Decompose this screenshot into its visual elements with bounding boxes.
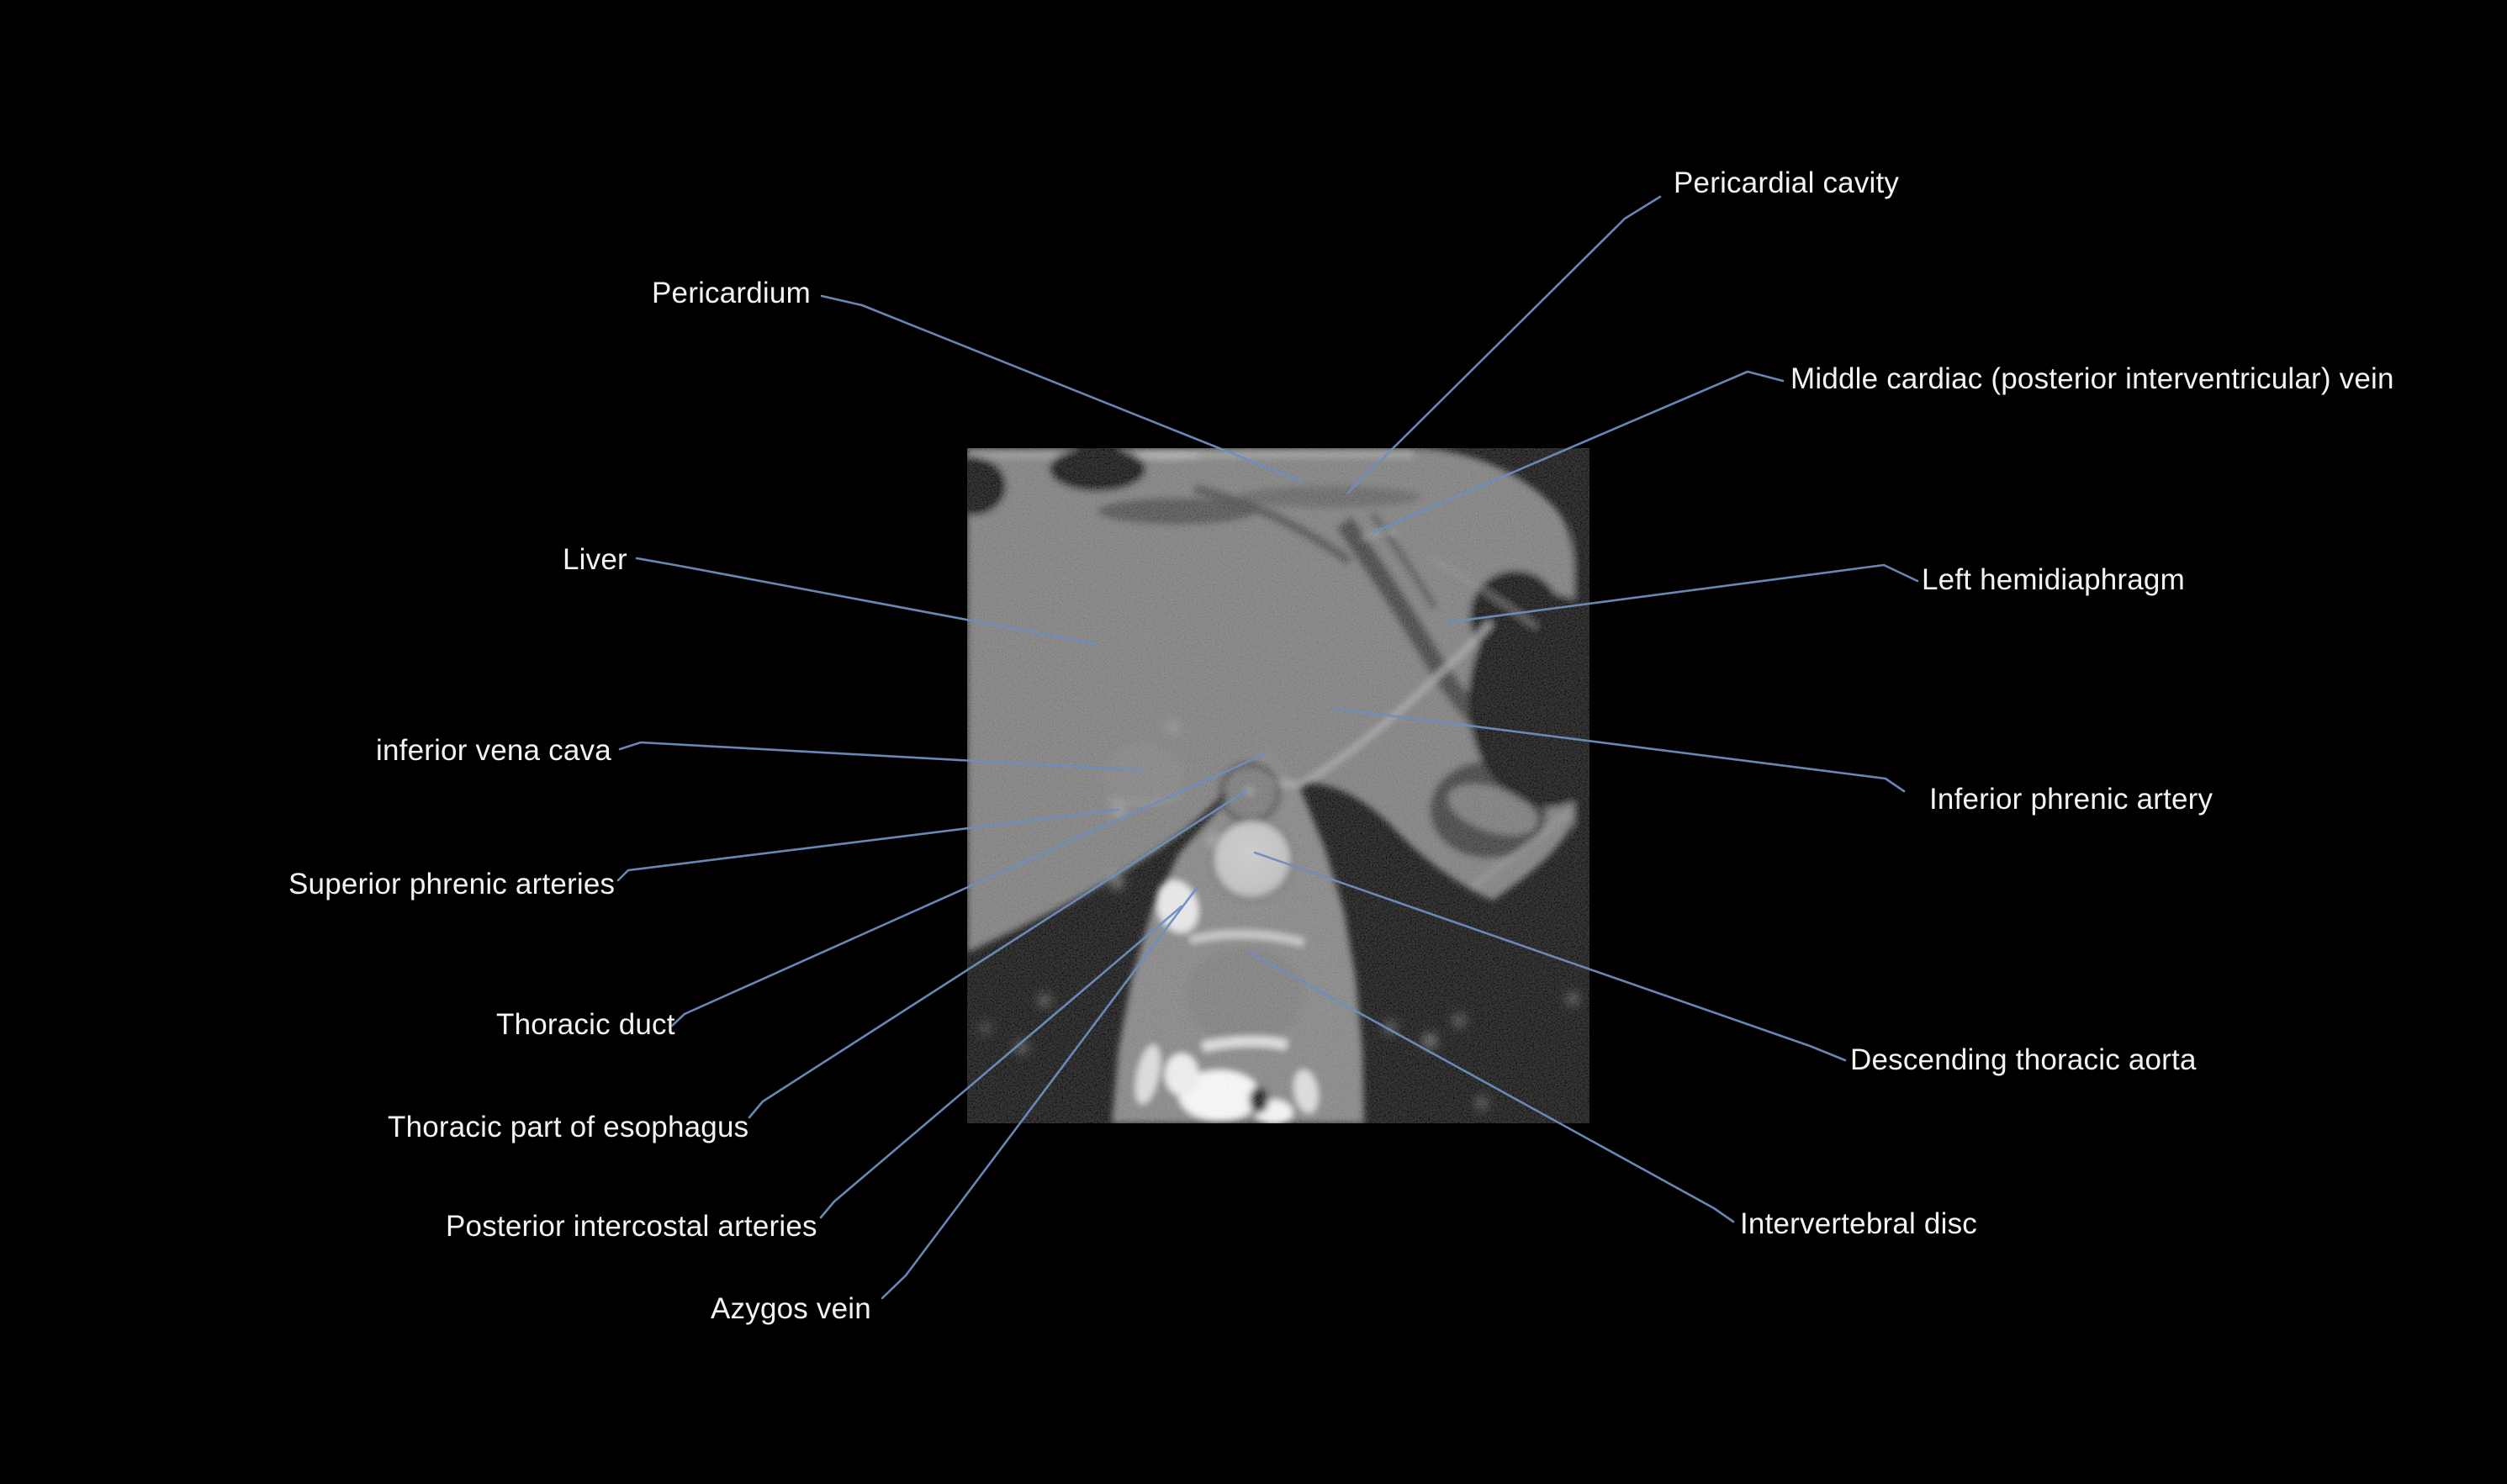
label-pericardium: Pericardium bbox=[652, 277, 811, 309]
label-inferior-phrenic-artery: Inferior phrenic artery bbox=[1929, 783, 2213, 816]
label-thoracic-duct: Thoracic duct bbox=[496, 1008, 675, 1041]
label-inferior-vena-cava: inferior vena cava bbox=[376, 734, 611, 767]
label-liver: Liver bbox=[563, 543, 627, 576]
label-azygos-vein: Azygos vein bbox=[711, 1292, 871, 1325]
ct-axial-scan bbox=[936, 446, 1627, 1125]
ct-scan-graphic bbox=[936, 446, 1627, 1125]
label-descending-thoracic-aorta: Descending thoracic aorta bbox=[1850, 1043, 2197, 1076]
label-intervertebral-disc: Intervertebral disc bbox=[1740, 1207, 1977, 1240]
ct-noise-overlay bbox=[967, 448, 1589, 1123]
label-superior-phrenic-arteries: Superior phrenic arteries bbox=[288, 868, 616, 900]
label-left-hemidiaphragm: Left hemidiaphragm bbox=[1922, 563, 2185, 596]
label-thoracic-part-of-esophagus: Thoracic part of esophagus bbox=[388, 1111, 749, 1143]
label-middle-cardiac-vein: Middle cardiac (posterior interventricul… bbox=[1790, 362, 2394, 395]
label-pericardial-cavity: Pericardial cavity bbox=[1674, 166, 1900, 199]
label-posterior-intercostal-arteries: Posterior intercostal arteries bbox=[446, 1210, 817, 1243]
